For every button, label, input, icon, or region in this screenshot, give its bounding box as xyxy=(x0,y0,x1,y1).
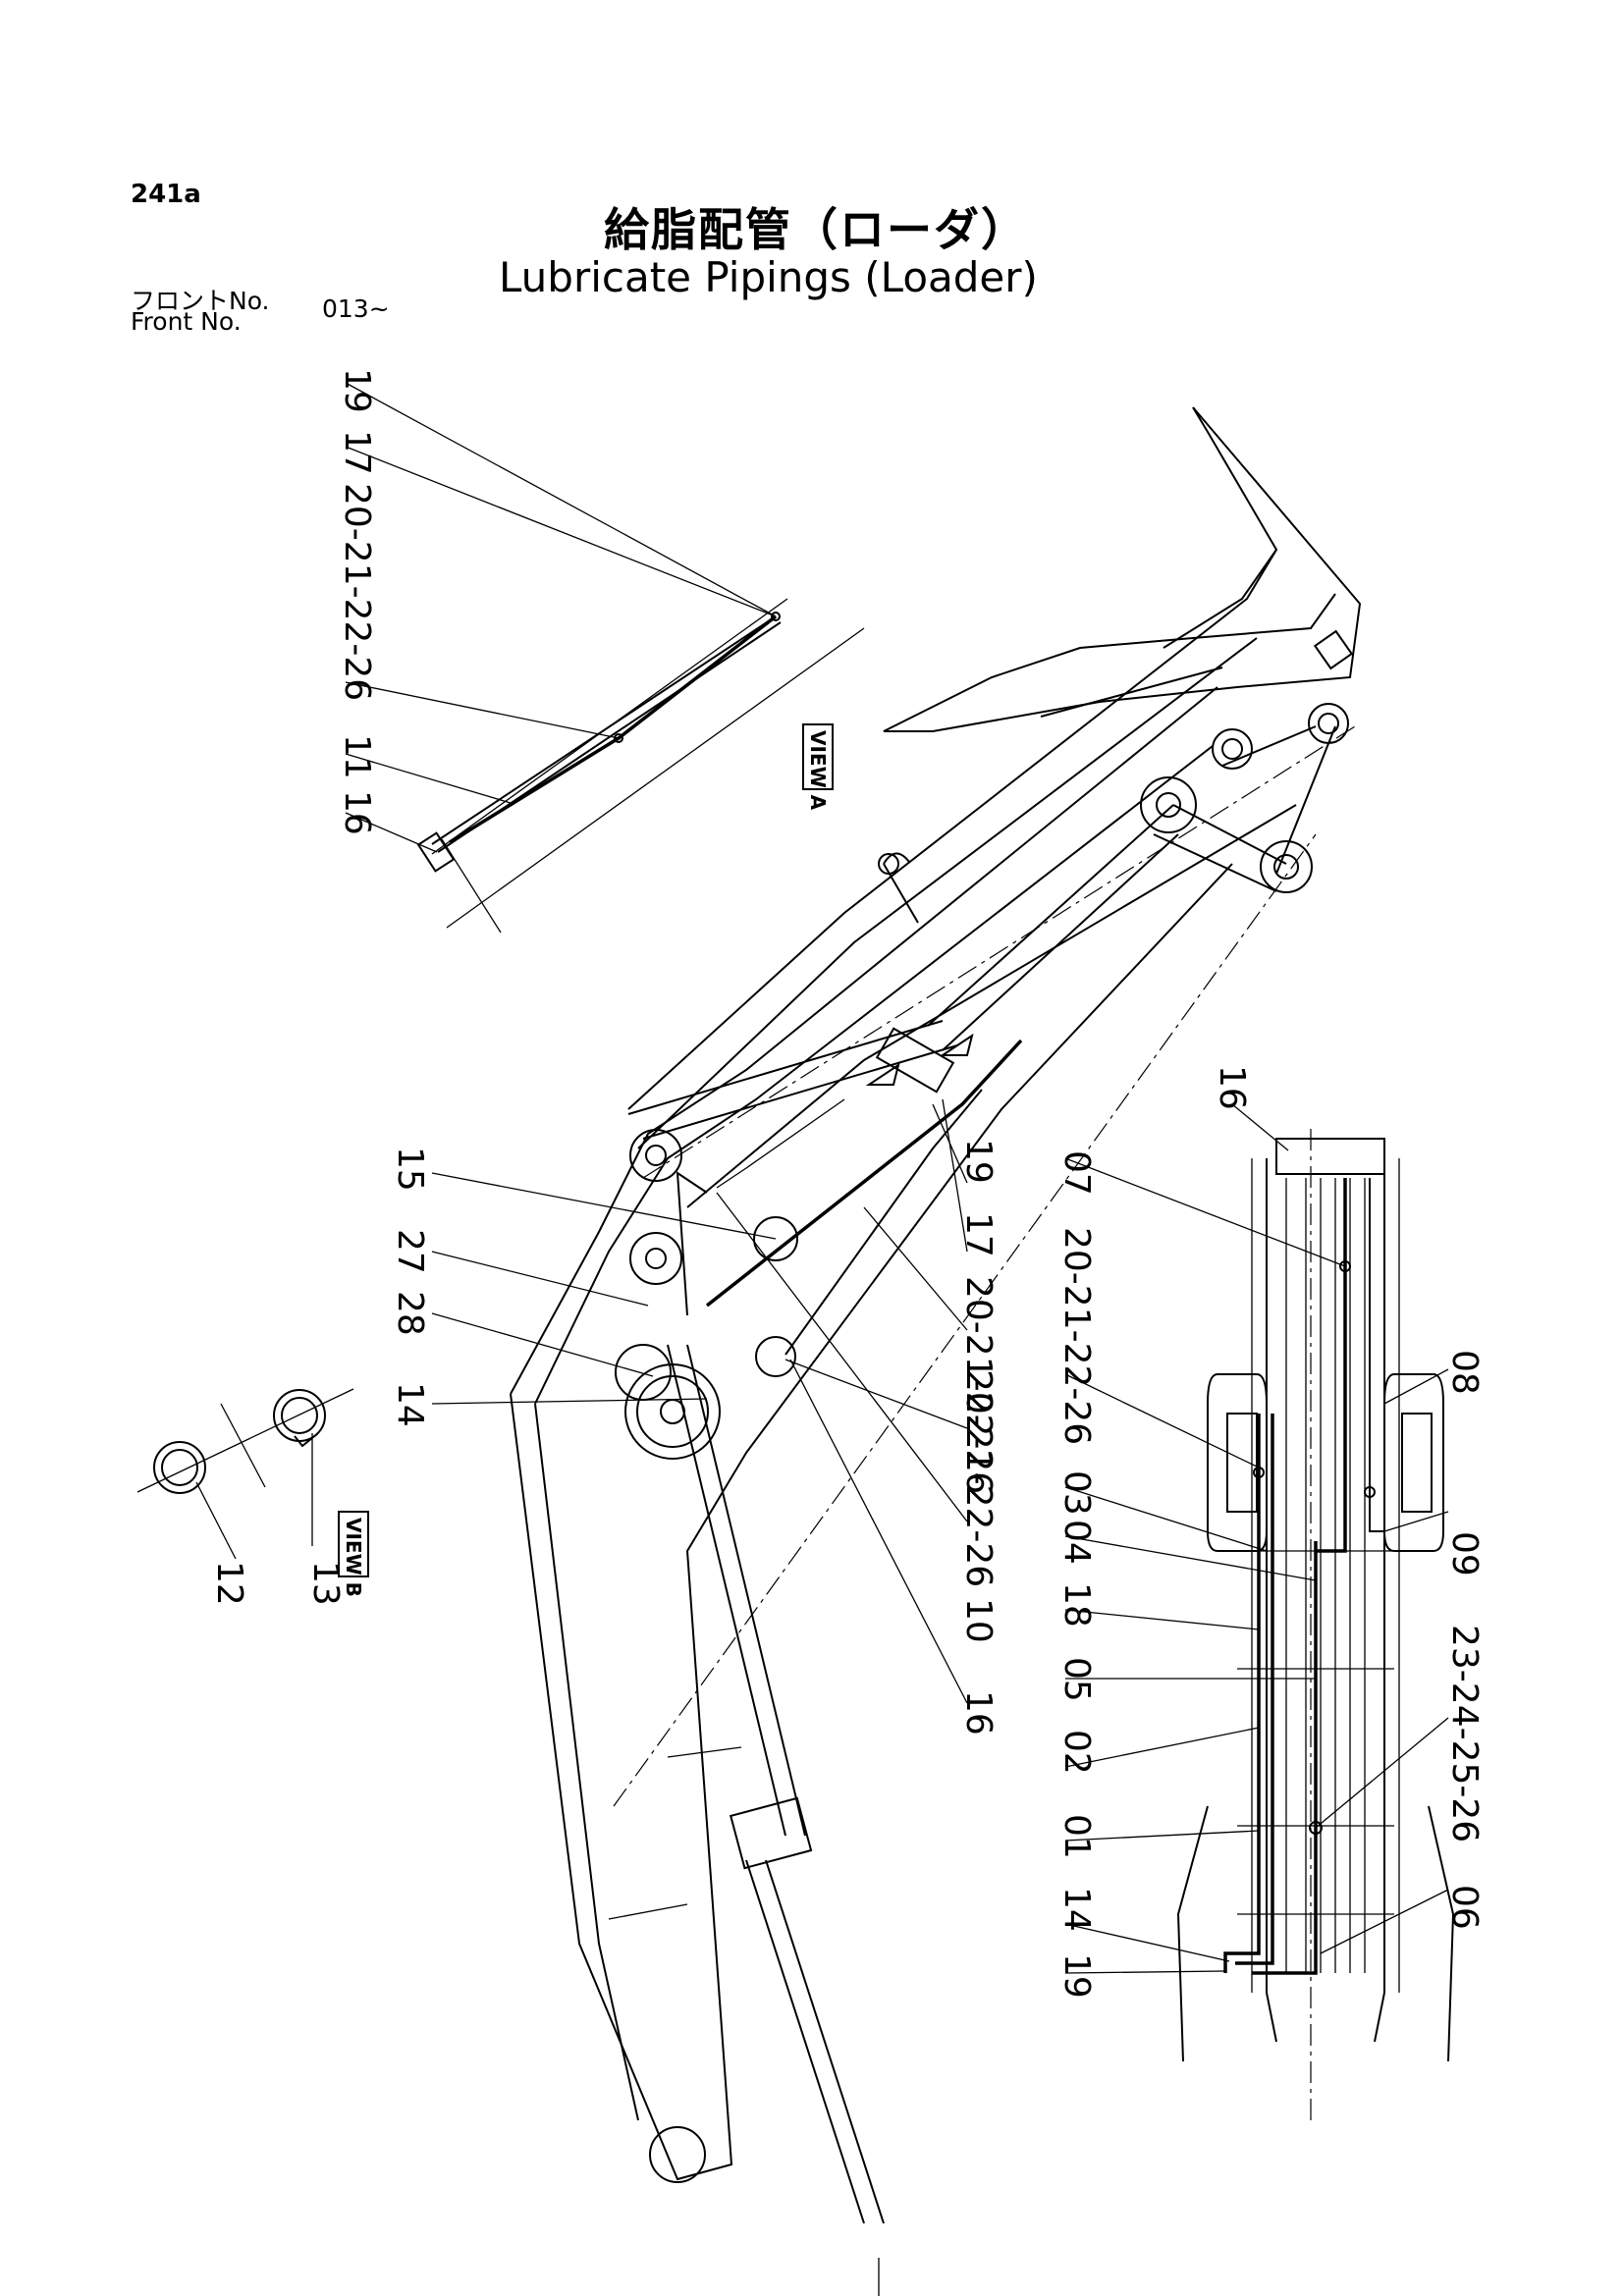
arm xyxy=(627,549,1297,1208)
view-b-labels: 12 13 xyxy=(209,1561,346,1606)
view-a-labels: 19 17 20-21-22-26 11 16 xyxy=(337,368,377,835)
label-r16: 16 xyxy=(1212,1065,1252,1110)
label-r18: 18 xyxy=(1056,1582,1097,1628)
label-m16: 16 xyxy=(958,1690,999,1735)
cylinder-upper xyxy=(627,804,1179,1140)
bucket xyxy=(883,406,1362,732)
label-r05: 05 xyxy=(1056,1657,1097,1702)
label-r23: 23-24-25-26 xyxy=(1444,1625,1485,1842)
label-m17: 17 xyxy=(958,1212,999,1257)
grease-pipes-main xyxy=(676,1033,1023,1356)
label-a17: 17 xyxy=(337,430,377,475)
label-m19: 19 xyxy=(958,1139,999,1184)
view-a-detail xyxy=(416,598,865,934)
main-leaders xyxy=(431,1098,968,1704)
label-r19: 19 xyxy=(1056,1953,1097,1999)
label-a16: 16 xyxy=(337,790,377,835)
plan-leaders xyxy=(1064,1103,1449,1974)
plan-view xyxy=(1176,1129,1455,2120)
label-a20: 20-21-22-26 xyxy=(337,483,377,701)
front-number-label-en: Front No. xyxy=(131,307,242,336)
view-a-tag-text: VIEW A xyxy=(806,730,830,811)
cylinder-lower xyxy=(667,1344,885,2224)
label-r07: 07 xyxy=(1056,1150,1097,1196)
label-a11: 11 xyxy=(337,734,377,779)
label-m14: 14 xyxy=(390,1382,430,1427)
label-b12: 12 xyxy=(209,1561,249,1606)
label-m15: 15 xyxy=(390,1147,430,1192)
front-number-value: 013~ xyxy=(322,294,390,323)
title-japanese: 給脂配管（ローダ） xyxy=(604,203,1028,256)
label-r06: 06 xyxy=(1444,1885,1485,1930)
view-b-tag: VIEW B xyxy=(338,1511,369,1597)
view-b-detail xyxy=(136,1388,354,1560)
links xyxy=(1153,725,1336,892)
label-r01: 01 xyxy=(1056,1814,1097,1859)
label-m20b: 20-21-22-26 xyxy=(958,1276,999,1494)
label-m27: 27 xyxy=(390,1229,430,1274)
page-number: 241a xyxy=(131,180,201,209)
label-r14: 14 xyxy=(1056,1887,1097,1932)
view-b-tag-text: VIEW B xyxy=(342,1518,365,1597)
main-labels: 15 27 28 14 20-21-22-26 10 16 19 17 20-2… xyxy=(390,1139,999,1735)
view-a-leaders xyxy=(345,382,777,853)
label-r08: 08 xyxy=(1444,1350,1485,1395)
label-r09: 09 xyxy=(1444,1531,1485,1576)
label-a19: 19 xyxy=(337,368,377,413)
label-r02: 02 xyxy=(1056,1730,1097,1775)
label-m20: 20-21-22-26 xyxy=(958,1369,999,1587)
label-r04: 04 xyxy=(1056,1520,1097,1565)
plan-labels: 16 07 20-21-22-26 03 04 18 05 02 01 14 1… xyxy=(1056,1065,1485,1999)
label-m10: 10 xyxy=(958,1598,999,1643)
title-english: Lubricate Pipings (Loader) xyxy=(499,253,1038,301)
label-m28: 28 xyxy=(390,1291,430,1336)
label-r03: 03 xyxy=(1056,1470,1097,1516)
front-number-label-jp: フロントNo. xyxy=(131,287,270,315)
view-a-tag: VIEW A xyxy=(802,723,834,811)
label-r20: 20-21-22-26 xyxy=(1056,1227,1097,1445)
